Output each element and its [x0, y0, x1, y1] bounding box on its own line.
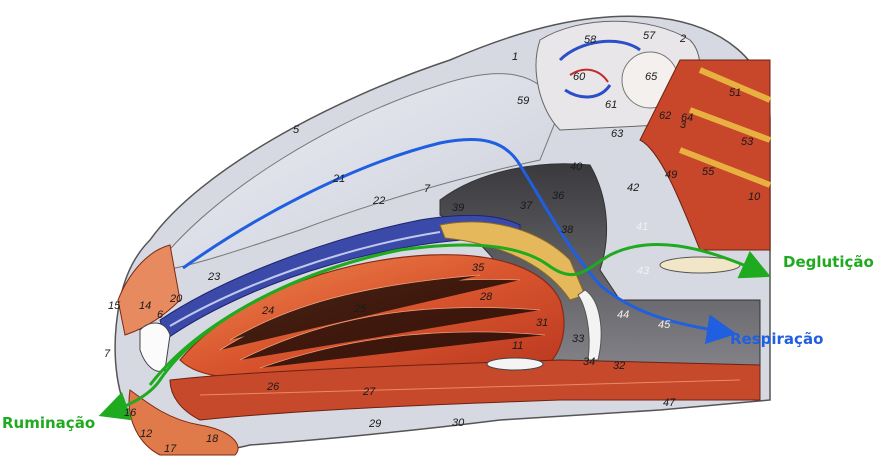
- num-23: 23: [207, 271, 221, 283]
- incisor: [139, 322, 171, 372]
- num-41: 41: [636, 221, 648, 233]
- num-29: 29: [368, 418, 381, 430]
- lower-lip: [128, 389, 239, 456]
- num-22: 22: [372, 195, 385, 207]
- num-30: 30: [452, 417, 465, 429]
- num-45: 45: [658, 319, 671, 331]
- num-61: 61: [605, 99, 617, 111]
- num-65: 65: [645, 71, 658, 83]
- num-47: 47: [663, 397, 676, 409]
- num-12: 12: [140, 428, 152, 440]
- epiglottis: [577, 289, 602, 361]
- num-39: 39: [452, 202, 464, 214]
- num-31: 31: [536, 317, 548, 329]
- structure-numbers: 1 2 3 5 6 7 7 10 11 12 14 15 16 17 18 20…: [104, 30, 761, 455]
- respiration-arrow: [182, 137, 737, 345]
- num-53: 53: [741, 136, 754, 148]
- num-17: 17: [164, 443, 177, 455]
- num-3: 3: [680, 119, 687, 131]
- respiration-label: Respiração: [730, 330, 823, 348]
- num-6: 6: [157, 309, 164, 321]
- num-43: 43: [637, 265, 650, 277]
- num-44: 44: [617, 309, 629, 321]
- num-18: 18: [206, 433, 219, 445]
- num-5: 5: [293, 124, 300, 136]
- num-38: 38: [561, 224, 574, 236]
- rumination-label: Ruminação: [2, 414, 95, 432]
- num-7: 7: [424, 183, 431, 195]
- mandible-muscle: [169, 359, 761, 421]
- brain-artery: [569, 68, 609, 83]
- mandible-fibers: [199, 379, 741, 396]
- hyoid-bone: [486, 357, 544, 371]
- num-51: 51: [729, 87, 741, 99]
- upper-lip: [117, 244, 181, 336]
- num-27: 27: [362, 386, 376, 398]
- num-37: 37: [520, 200, 533, 212]
- tongue-fibers: [219, 274, 546, 369]
- num-16: 16: [124, 407, 137, 419]
- num-49: 49: [665, 169, 677, 181]
- num-40: 40: [570, 161, 583, 173]
- palate-highlight: [169, 231, 441, 327]
- num-7b: 7: [104, 348, 111, 360]
- num-26: 26: [266, 381, 280, 393]
- num-60: 60: [573, 71, 586, 83]
- num-63: 63: [611, 128, 624, 140]
- num-35: 35: [472, 262, 485, 274]
- num-2: 2: [679, 33, 686, 45]
- rumination-arrow: [98, 248, 401, 421]
- brain-vessels: [558, 39, 641, 99]
- num-32: 32: [613, 360, 625, 372]
- num-33: 33: [572, 333, 585, 345]
- num-21: 21: [332, 173, 345, 185]
- num-28: 28: [479, 291, 493, 303]
- num-59: 59: [517, 95, 529, 107]
- num-1: 1: [512, 51, 518, 63]
- num-57: 57: [643, 30, 656, 42]
- num-64: 64: [681, 112, 693, 124]
- num-55: 55: [702, 166, 715, 178]
- num-10: 10: [748, 191, 761, 203]
- num-20: 20: [169, 293, 183, 305]
- num-34: 34: [583, 356, 595, 368]
- num-14: 14: [139, 300, 151, 312]
- num-36: 36: [552, 190, 565, 202]
- num-25: 25: [353, 303, 367, 315]
- num-62: 62: [659, 110, 671, 122]
- neck-fat-bands: [678, 67, 772, 188]
- num-15: 15: [108, 300, 121, 312]
- deglutition-label: Deglutição: [783, 253, 874, 271]
- num-24: 24: [261, 305, 274, 317]
- num-58: 58: [584, 34, 597, 46]
- num-42: 42: [627, 182, 639, 194]
- num-11: 11: [512, 340, 523, 352]
